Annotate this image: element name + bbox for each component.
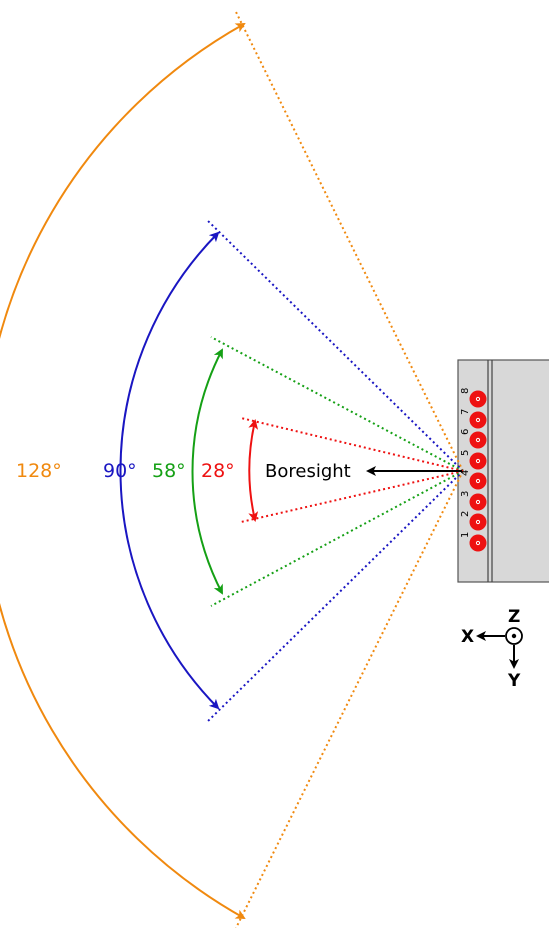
coordinate-axes: Z X Y xyxy=(461,607,523,691)
device-body xyxy=(457,359,549,583)
axis-y-label: Y xyxy=(507,671,521,691)
microphone-5: 5 xyxy=(460,450,487,470)
axis-z-icon xyxy=(505,627,523,645)
cone-128-arc xyxy=(0,23,246,919)
cone-28-arc xyxy=(248,419,259,522)
mic-number-7: 7 xyxy=(460,409,471,415)
cone-90-degrees: 90° xyxy=(103,219,464,723)
mic-number-8: 8 xyxy=(460,388,471,394)
label-28-degrees: 28° xyxy=(201,460,235,482)
cone-128-lower-edge xyxy=(235,470,464,928)
mic-number-4: 4 xyxy=(460,470,471,476)
microphone-7: 7 xyxy=(460,409,487,429)
cone-28-degrees: 28° xyxy=(201,417,464,523)
cone-58-lower-edge xyxy=(210,470,464,607)
label-90-degrees: 90° xyxy=(103,460,137,482)
boresight-indicator: Boresight xyxy=(265,461,462,482)
cone-90-upper-edge xyxy=(206,219,464,472)
mic-number-5: 5 xyxy=(460,450,471,456)
boresight-label: Boresight xyxy=(265,461,351,482)
mic-number-2: 2 xyxy=(460,511,471,517)
cone-128-degrees: 128° xyxy=(0,11,464,928)
microphone-6: 6 xyxy=(460,429,487,449)
axis-z-label: Z xyxy=(508,607,520,627)
cone-58-arc xyxy=(191,348,223,595)
label-58-degrees: 58° xyxy=(152,460,186,482)
microphone-8: 8 xyxy=(460,388,487,408)
axis-x-label: X xyxy=(461,627,474,647)
mic-number-1: 1 xyxy=(460,532,471,538)
mic-number-6: 6 xyxy=(460,429,471,435)
microphone-2: 2 xyxy=(460,511,487,531)
microphone-3: 3 xyxy=(460,491,487,511)
cone-90-arc xyxy=(119,231,220,710)
cone-128-upper-edge xyxy=(235,11,464,472)
cone-58-degrees: 58° xyxy=(152,336,464,607)
cone-90-lower-edge xyxy=(206,470,464,723)
microphone-4: 4 xyxy=(460,470,487,490)
label-128-degrees: 128° xyxy=(16,460,62,482)
microphone-array: 1 2 3 4 5 6 7 xyxy=(460,388,487,552)
microphone-1: 1 xyxy=(460,532,487,552)
cone-28-upper-edge xyxy=(240,417,464,472)
cone-58-upper-edge xyxy=(210,336,464,472)
mic-number-3: 3 xyxy=(460,491,471,497)
